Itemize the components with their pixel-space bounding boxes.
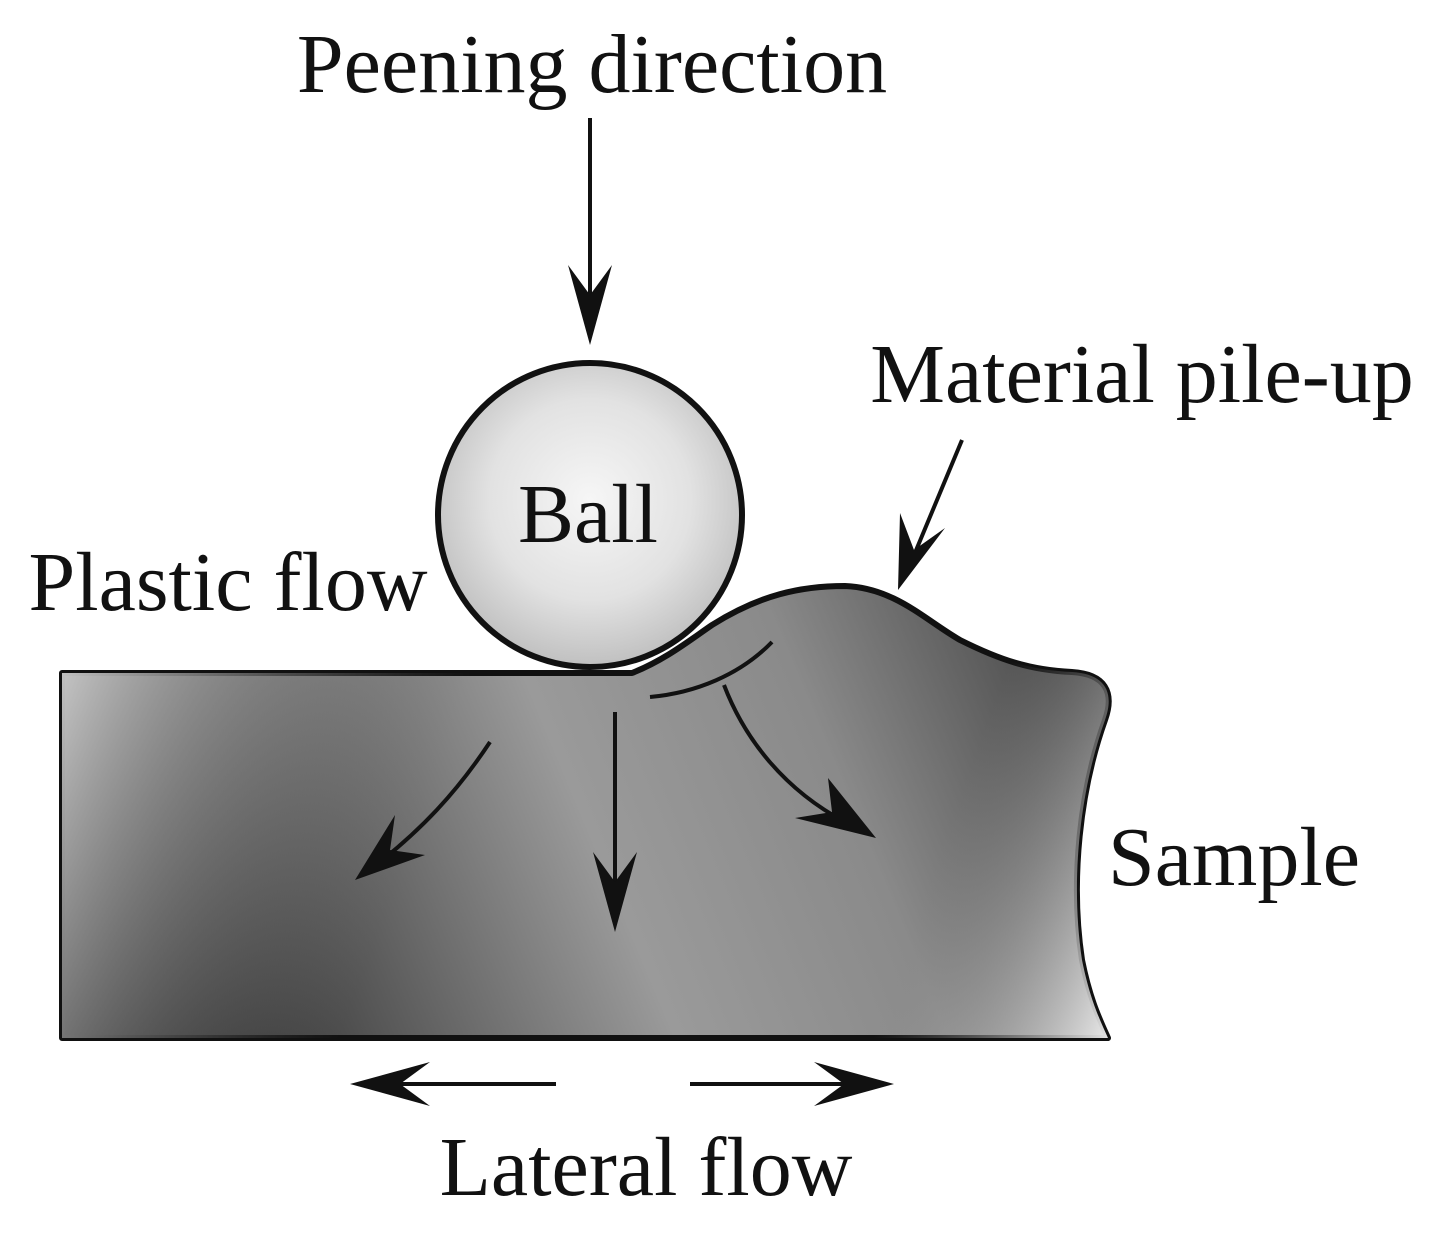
lateral-flow-arrow-right	[690, 1062, 894, 1106]
sample-label: Sample	[1108, 811, 1360, 904]
plastic-flow-arrow-center	[593, 712, 637, 932]
lateral-flow-label: Lateral flow	[440, 1121, 853, 1214]
peening-direction-label: Peening direction	[297, 18, 887, 111]
material-pile-up-label: Material pile-up	[870, 328, 1413, 421]
ball-shape	[435, 360, 745, 670]
ball-label: Ball	[518, 468, 658, 561]
peening-direction-arrow	[568, 118, 612, 345]
indentation-arc	[649, 640, 774, 699]
plastic-flow-arrow-right	[722, 684, 876, 838]
sample-highlight	[62, 586, 1109, 1038]
plastic-flow-arrow-left	[355, 740, 492, 880]
pile-up-arrow	[898, 439, 964, 590]
lateral-flow-arrow-left	[350, 1062, 556, 1106]
plastic-flow-label: Plastic flow	[29, 536, 428, 629]
